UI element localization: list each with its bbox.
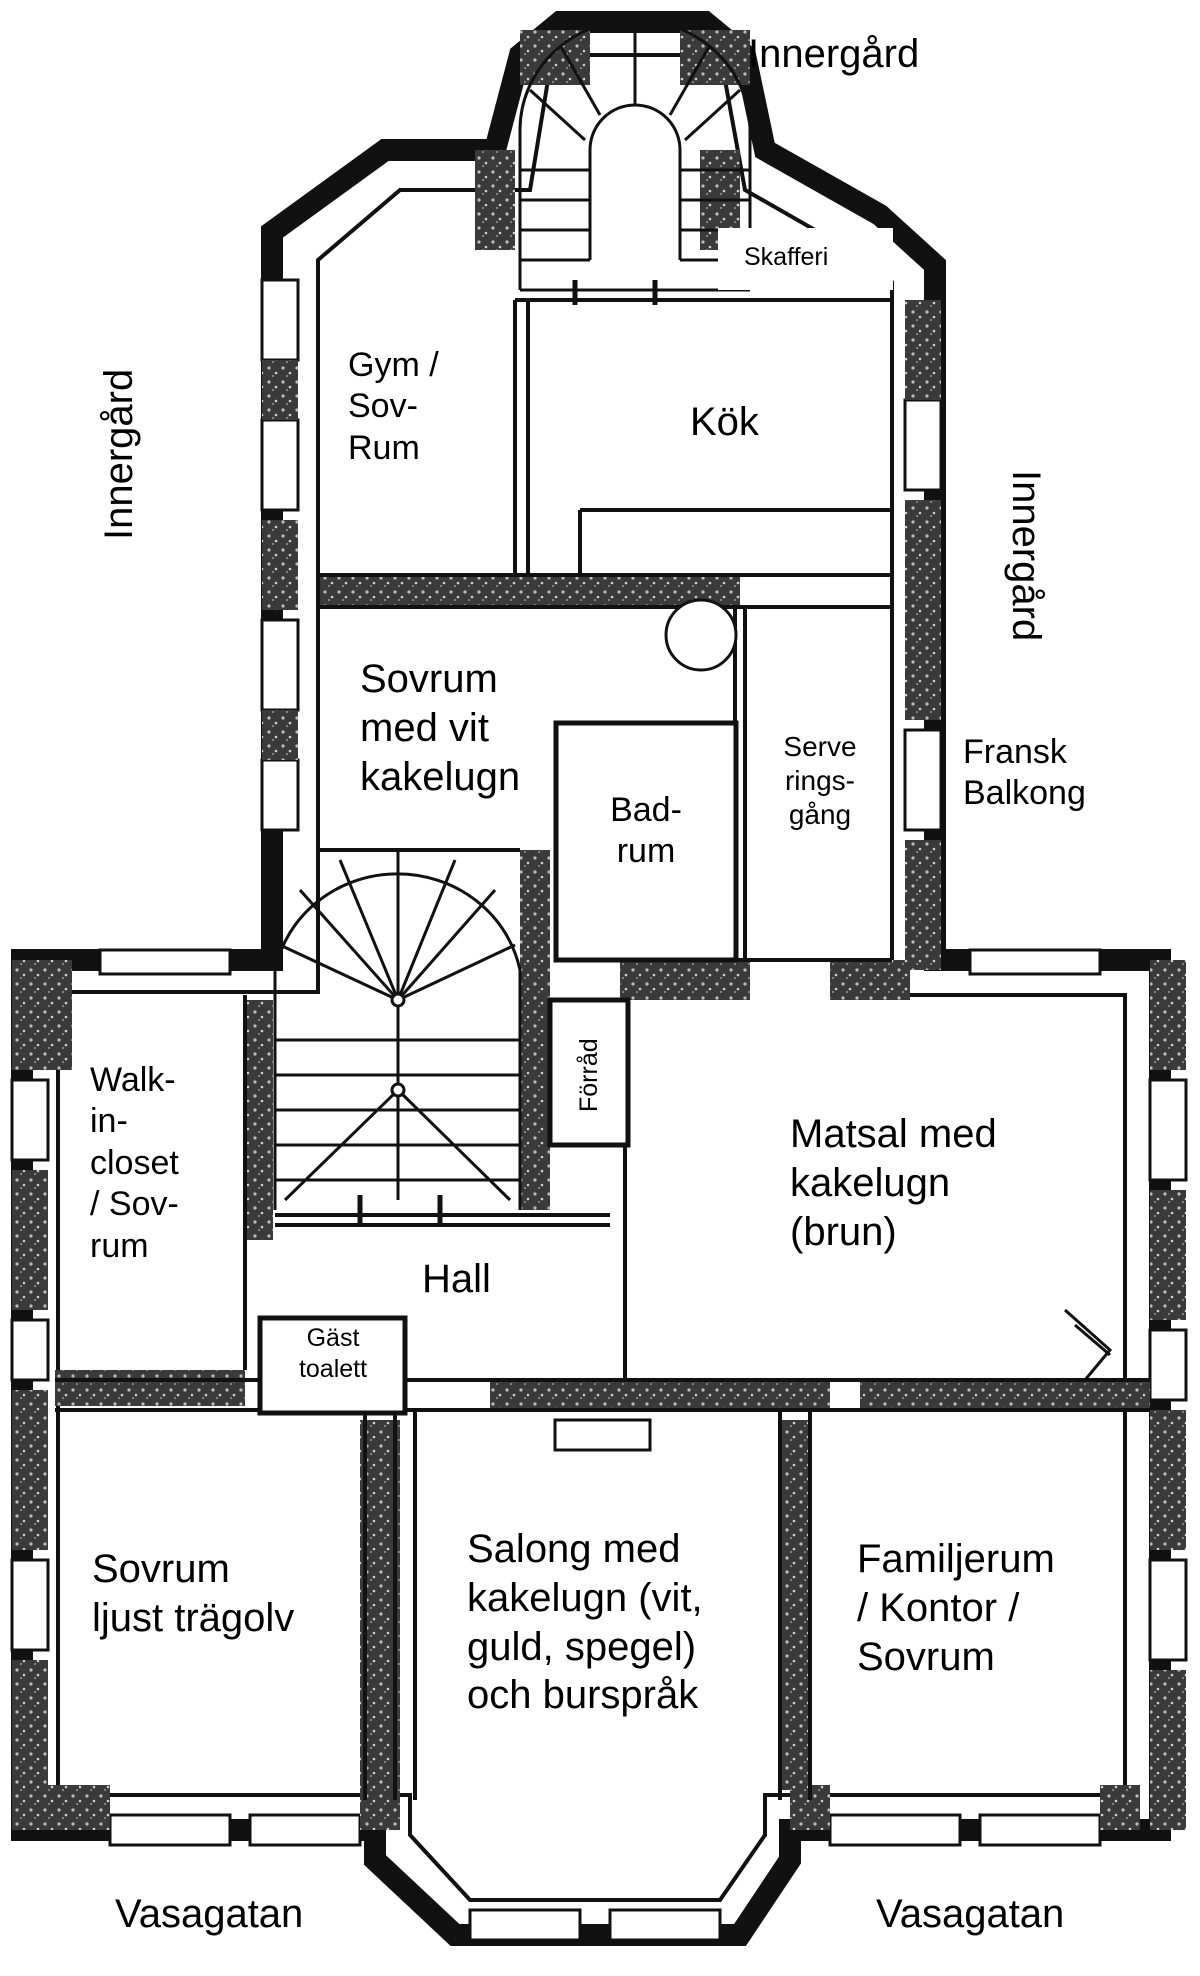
skafferi-label: Skafferi: [744, 243, 829, 271]
badrum-box: [553, 720, 739, 963]
windows: [10, 278, 1188, 1942]
window: [608, 1908, 722, 1942]
gast-toalett-label: Gäst toalett: [298, 1324, 368, 1383]
interior-walls: [55, 298, 1150, 1800]
familjerum-label: Familjerum / Kontor / Sovrum: [857, 1537, 1055, 1679]
window: [260, 618, 300, 712]
vasagatan-right-label: Vasagatan: [876, 1892, 1065, 1936]
badrum-label: Bad- rum: [610, 791, 682, 871]
salong-label: Salong med kakelugn (vit, guld, spegel) …: [467, 1527, 703, 1718]
gast-toalett-box: [257, 1315, 408, 1416]
vasagatan-left-label: Vasagatan: [115, 1892, 304, 1936]
hall-label: Hall: [422, 1257, 491, 1301]
window: [10, 1558, 50, 1652]
window: [903, 398, 943, 492]
window: [10, 1318, 50, 1382]
window: [1148, 1558, 1188, 1662]
window: [468, 1908, 582, 1942]
window: [260, 278, 300, 362]
window: [828, 1813, 962, 1847]
details: [553, 1308, 1113, 1452]
skafferi-box: [718, 228, 893, 290]
window: [1148, 1328, 1188, 1402]
sovrum-ljust-label: Sovrum ljust trägolv: [92, 1547, 295, 1640]
serveringsgang-label: Serve rings- gång: [783, 731, 857, 831]
window: [260, 418, 300, 512]
matsal-label: Matsal med kakelugn (brun): [790, 1112, 997, 1254]
fransk-balkong-label: Fransk Balkong: [963, 733, 1086, 813]
innergard-top-label: Innergård: [748, 32, 920, 76]
window: [1148, 1078, 1188, 1182]
room-boxes: [257, 228, 893, 1416]
window: [968, 948, 1102, 976]
window: [248, 1813, 362, 1847]
innergard-left-label: Innergård: [97, 368, 141, 540]
gym-label: Gym / Sov- Rum: [348, 346, 439, 467]
window: [108, 1813, 232, 1847]
forrad-label: Förråd: [575, 1038, 603, 1112]
walkin-label: Walk- in- closet / Sov- rum: [90, 1061, 179, 1265]
forrad-box: [547, 997, 631, 1148]
window: [10, 1078, 50, 1162]
window: [903, 728, 943, 832]
innergard-right-label: Innergård: [1004, 470, 1048, 642]
stair-top: [518, 18, 752, 305]
window: [98, 948, 232, 976]
window: [260, 758, 300, 832]
sovrum-vit-label: Sovrum med vit kakelugn: [360, 657, 521, 799]
stair-middle: [273, 850, 522, 1225]
window: [978, 1813, 1102, 1847]
kok-label: Kök: [690, 400, 759, 444]
column-marker: [664, 598, 738, 672]
